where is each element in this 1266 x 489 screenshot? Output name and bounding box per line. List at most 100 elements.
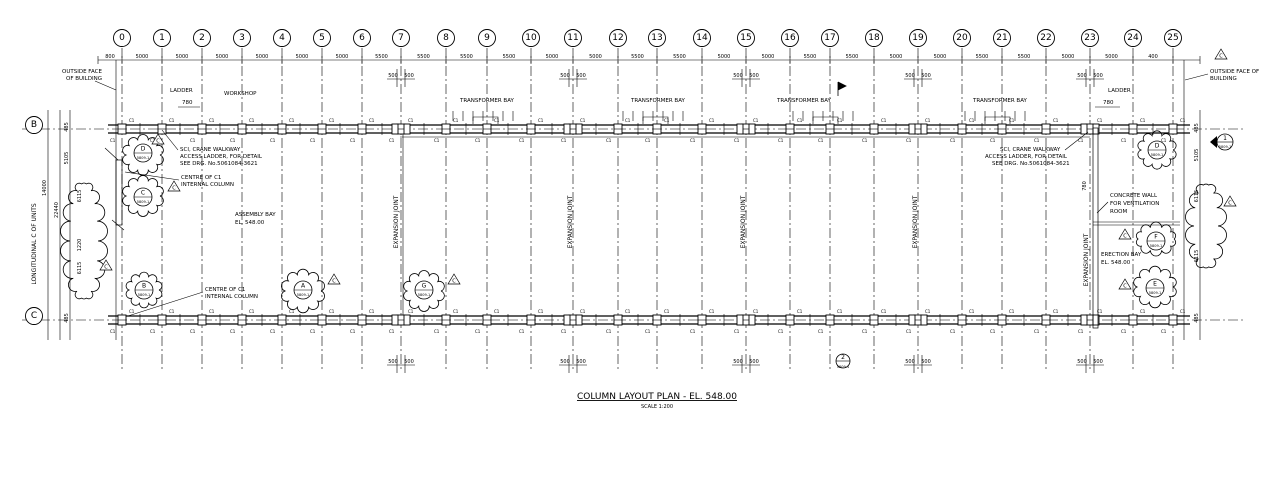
expansion-joint-label: EXPANSION JOINT — [740, 195, 747, 248]
column-mark: C1 — [862, 329, 868, 334]
vertical-dimension: 5105 — [64, 152, 70, 165]
revision-mark: C — [1228, 201, 1232, 207]
column-mark: C1 — [1034, 329, 1040, 334]
column — [920, 314, 928, 326]
column-mark: C1 — [310, 138, 316, 143]
column-mark: C1 — [1140, 309, 1146, 314]
expansion-joint-label: EXPANSION JOINT — [567, 195, 574, 248]
column — [391, 314, 399, 326]
transformer-marker — [984, 116, 1011, 124]
column-mark: C1 — [230, 329, 236, 334]
column — [391, 123, 399, 135]
column-mark: C1 — [837, 309, 843, 314]
column-mark: C1 — [150, 329, 156, 334]
crane-walkway-left-1: SCI, CRANE WALKWAY — [180, 147, 241, 153]
column-mark: C1 — [1009, 309, 1015, 314]
leader-line — [1096, 201, 1109, 214]
vertical-dimension: 6115 — [1194, 190, 1200, 203]
columns: C1C1C1C1C1C1C1C1C1C1C1C1C1C1C1C1C1C1C1C1… — [110, 111, 1186, 334]
column-mark: C1 — [818, 329, 824, 334]
revision-clouds: D5809-1CC5809-1CA5809-1CB5809-1G5809-1CD… — [60, 48, 1237, 314]
grid-bubble-label: 6 — [359, 33, 365, 43]
revision-triangle — [1118, 278, 1132, 290]
callout-letter: F — [1154, 234, 1158, 241]
grid-bubble-5 — [313, 29, 331, 47]
column-mark: C1 — [475, 138, 481, 143]
vertical-dimension: 485 — [1194, 313, 1200, 323]
column-mark: C1 — [110, 138, 116, 143]
grid-bubble-label: 24 — [1127, 33, 1139, 43]
column-mark: C1 — [190, 138, 196, 143]
grid-bubble-label: 17 — [824, 33, 835, 43]
column-mark: C1 — [369, 118, 375, 123]
grid-bubble-21 — [993, 29, 1011, 47]
column-mark: C1 — [778, 138, 784, 143]
vertical-dimension: 1220 — [77, 239, 83, 252]
joint-dimension: 500 — [733, 359, 743, 365]
column-mark: C1 — [580, 118, 586, 123]
callout-letter: D — [1155, 143, 1160, 150]
grid-bubble-3 — [233, 29, 251, 47]
grid-bubble-label: 12 — [612, 33, 623, 43]
revision-mark: C — [452, 279, 456, 285]
column-mark: C1 — [408, 309, 414, 314]
column-mark: C1 — [1009, 118, 1015, 123]
grid-bubble-18 — [865, 29, 883, 47]
workshop-label: WORKSHOP — [224, 91, 257, 97]
revision-triangle — [1118, 228, 1132, 240]
grid-bubble-22 — [1037, 29, 1055, 47]
column — [736, 314, 744, 326]
column-mark: C1 — [1180, 309, 1186, 314]
bay-dimension: 5000 — [176, 54, 189, 60]
column-mark: C1 — [249, 309, 255, 314]
callout-letter: C — [141, 190, 145, 197]
grid-bubble-label: 21 — [996, 33, 1007, 43]
revision-triangle — [99, 259, 113, 271]
column-mark: C1 — [249, 118, 255, 123]
column-mark: C1 — [190, 329, 196, 334]
bay-dimension: 5000 — [336, 54, 349, 60]
column-mark: C1 — [664, 309, 670, 314]
column-mark: C1 — [389, 329, 395, 334]
joint-dimension: 500 — [560, 359, 570, 365]
callout-ref: 5809-1 — [1151, 153, 1163, 157]
concrete-wall-1: CONCRETE WALL — [1110, 193, 1158, 199]
grid-bubble-label: 4 — [279, 33, 285, 43]
outside-face-left-label-2: OF BUILDING — [66, 76, 102, 82]
column-mark: C1 — [434, 138, 440, 143]
grid-bubble-25 — [1164, 29, 1182, 47]
bay-dimension: 5500 — [460, 54, 473, 60]
column-mark: C1 — [797, 118, 803, 123]
bay-dimension: 5500 — [503, 54, 516, 60]
callout-ref: 5809-1 — [1150, 244, 1162, 248]
callout-ref: 5809-1 — [1149, 291, 1161, 295]
column-mark: C1 — [389, 138, 395, 143]
column-mark: C1 — [906, 329, 912, 334]
column-mark: C1 — [778, 329, 784, 334]
column-mark: C1 — [606, 329, 612, 334]
transformer-bay-label: TRANSFORMER BAY — [630, 98, 686, 104]
joint-dimension: 500 — [1093, 359, 1103, 365]
column-mark: C1 — [129, 118, 135, 123]
grid-bubble-label: 25 — [1167, 33, 1178, 43]
grid-bubble-label: 7 — [398, 33, 404, 43]
bay-dimension: 5000 — [296, 54, 309, 60]
column-mark: C1 — [580, 309, 586, 314]
grid-bubble-9 — [478, 29, 496, 47]
bay-dimension: 5000 — [890, 54, 903, 60]
revision-cloud — [1185, 183, 1227, 269]
bay-dimension: 5000 — [216, 54, 229, 60]
crane-walkway-left-2: ACCESS LADDER, FOR DETAIL — [180, 154, 263, 160]
grid-bubble-7 — [392, 29, 410, 47]
column-mark: C1 — [1097, 118, 1103, 123]
vertical-dimension: 6115 — [1194, 250, 1200, 263]
crane-walkway-right-1: SCI, CRANE WALKWAY — [1000, 147, 1061, 153]
bay-dimension: 5500 — [375, 54, 388, 60]
column-mark: C1 — [561, 329, 567, 334]
transformer-bay-label: TRANSFORMER BAY — [972, 98, 1028, 104]
bay-dimension: 5000 — [546, 54, 559, 60]
grid-bubble-label: 8 — [443, 33, 449, 43]
revision-cloud — [403, 270, 445, 312]
